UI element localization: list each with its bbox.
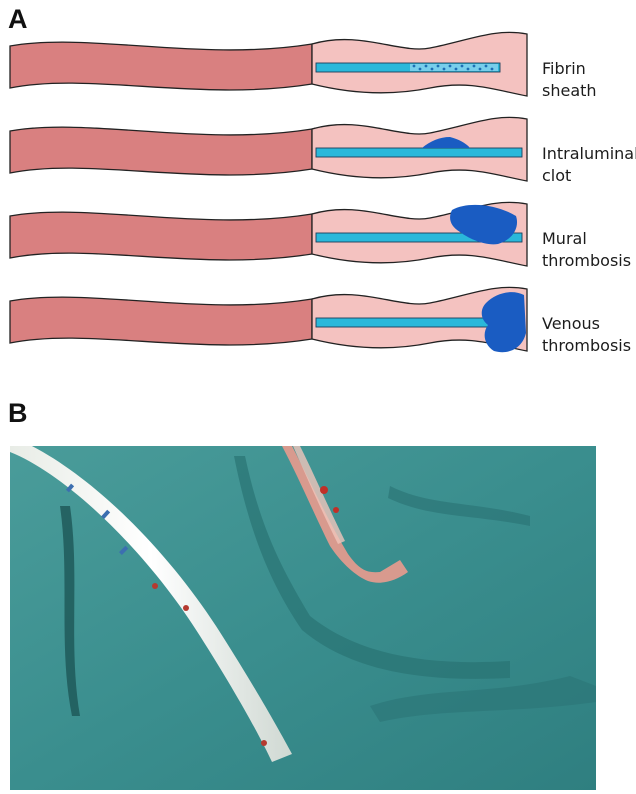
label-line: thrombosis — [542, 335, 631, 357]
thrombosis-diagram — [0, 0, 636, 380]
catheter — [316, 148, 522, 157]
vessel-row-venous — [10, 287, 527, 352]
vessel-wall — [10, 297, 312, 345]
fibrin-speck — [431, 68, 434, 71]
fibrin-speck — [491, 68, 494, 71]
blood-spot — [261, 740, 267, 746]
fibrin-speck — [437, 65, 440, 68]
venous-thrombus — [482, 292, 526, 352]
fibrin-speck — [419, 68, 422, 71]
label-mural-thrombosis: Mural thrombosis — [542, 228, 631, 272]
label-line: Intraluminal — [542, 143, 636, 165]
panel-b-letter: B — [8, 398, 28, 429]
vessel-row-mural — [10, 202, 527, 266]
blood-spot — [183, 605, 189, 611]
label-line: Fibrin — [542, 58, 597, 80]
label-fibrin-sheath: Fibrin sheath — [542, 58, 597, 102]
fibrin-speck — [485, 65, 488, 68]
label-line: thrombosis — [542, 250, 631, 272]
blood-spot — [152, 583, 158, 589]
label-line: sheath — [542, 80, 597, 102]
fibrin-speck — [479, 68, 482, 71]
label-line: Mural — [542, 228, 631, 250]
fibrin-speck — [425, 65, 428, 68]
label-venous-thrombosis: Venous thrombosis — [542, 313, 631, 357]
vessel-row-fibrin-sheath — [10, 32, 527, 96]
fibrin-speck — [455, 68, 458, 71]
label-line: clot — [542, 165, 636, 187]
fibrin-speck — [443, 68, 446, 71]
fibrin-sheath-coating — [410, 64, 498, 71]
fibrin-speck — [461, 65, 464, 68]
fibrin-speck — [449, 65, 452, 68]
vessel-wall — [10, 212, 312, 260]
vessel-row-intraluminal — [10, 117, 527, 181]
blood-spot — [320, 486, 328, 494]
vessel-wall — [10, 127, 312, 175]
label-intraluminal-clot: Intraluminal clot — [542, 143, 636, 187]
fibrin-speck — [467, 68, 470, 71]
blood-spot — [333, 507, 339, 513]
fibrin-speck — [473, 65, 476, 68]
vessel-wall — [10, 42, 312, 90]
label-line: Venous — [542, 313, 631, 335]
catheter-photo — [10, 446, 596, 790]
fibrin-speck — [413, 65, 416, 68]
